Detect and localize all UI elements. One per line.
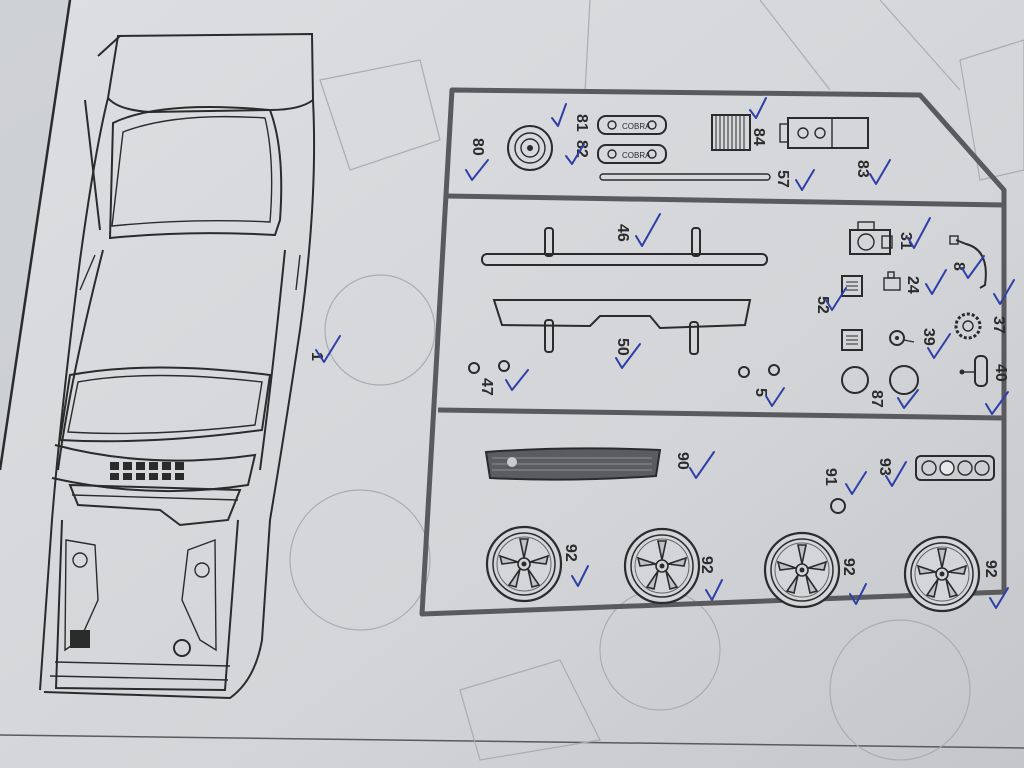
top-panel: 80 COBRA 81 COBRA 82 84 — [465, 97, 891, 191]
part-number-8: 8 — [950, 262, 967, 271]
ghost-background-drawing — [289, 0, 1024, 761]
svg-text:COBRA: COBRA — [622, 122, 651, 131]
check-mark — [989, 587, 1009, 609]
check-mark — [825, 287, 847, 311]
check-mark — [993, 279, 1015, 305]
svg-text:COBRA: COBRA — [622, 151, 651, 160]
part-number-46: 46 — [614, 224, 631, 242]
part-number-81: 81 — [573, 114, 590, 132]
part-50-rear-bumper-bar — [492, 299, 752, 355]
check-mark — [885, 461, 907, 487]
check-mark — [749, 97, 767, 119]
check-mark — [849, 583, 867, 605]
part-90-grille — [484, 447, 662, 481]
check-mark — [897, 389, 919, 409]
check-mark — [869, 159, 891, 185]
part-47-small-rings — [468, 360, 510, 374]
part-number-40: 40 — [992, 364, 1009, 382]
part-91-small-ring — [830, 498, 846, 514]
part-number-37: 37 — [990, 316, 1007, 334]
part-81-cobra-badge: COBRA — [597, 115, 667, 135]
check-mark — [565, 143, 585, 165]
part-number-92: 92 — [562, 544, 579, 562]
part-number-1: 1 — [308, 352, 325, 361]
part-number-92: 92 — [840, 558, 857, 576]
check-mark — [765, 387, 785, 407]
part-39-knob — [889, 330, 915, 346]
parts-frame — [419, 87, 1007, 617]
part-24-small-clip — [883, 271, 901, 291]
part-92-wheel — [903, 535, 981, 613]
check-mark — [505, 369, 529, 391]
part-number-57: 57 — [774, 170, 791, 188]
check-mark — [705, 579, 723, 601]
part-5-small-rings — [738, 364, 780, 378]
part-number-5: 5 — [752, 388, 769, 397]
check-mark — [551, 103, 567, 127]
part-40-lever — [959, 355, 988, 387]
part-number-50: 50 — [614, 338, 631, 356]
part-82-cobra-badge: COBRA — [597, 144, 667, 164]
part-92-wheel — [485, 525, 563, 603]
part-31-engine-block — [849, 221, 893, 255]
check-mark — [985, 391, 1009, 415]
part-number-80: 80 — [469, 138, 486, 156]
part-number-83: 83 — [854, 160, 871, 178]
part-37-gear-disc — [954, 312, 982, 340]
check-mark — [571, 565, 589, 587]
page-margin-line — [0, 0, 72, 471]
check-mark — [925, 269, 947, 295]
check-mark — [927, 333, 951, 359]
car-body-top-view — [39, 32, 316, 700]
check-mark — [465, 159, 489, 181]
check-mark — [795, 169, 815, 191]
part-52-vent-square — [841, 275, 863, 351]
part-number-31: 31 — [897, 232, 914, 250]
check-mark — [635, 213, 661, 247]
check-mark — [845, 471, 867, 495]
part-57-rod — [599, 173, 771, 181]
bottom-panel: 90 91 93 92 92 92 92 — [484, 447, 1009, 613]
part-46-bumper-bar — [481, 227, 768, 266]
part-83-bracket-plate — [779, 117, 869, 149]
part-number-90: 90 — [674, 452, 691, 470]
part-number-39: 39 — [920, 328, 937, 346]
part-87-large-rings — [841, 365, 919, 395]
middle-panel: 46 50 47 5 31 — [468, 213, 1015, 415]
part-92-wheel — [623, 527, 701, 605]
part-84-grille-plate — [711, 114, 751, 151]
part-number-87: 87 — [868, 390, 885, 408]
check-mark — [961, 255, 985, 279]
part-number-24: 24 — [904, 276, 921, 294]
part-92-wheel — [763, 531, 841, 609]
part-93-light-bar — [915, 455, 995, 481]
check-mark — [689, 451, 715, 479]
part-number-92: 92 — [698, 556, 715, 574]
part-number-91: 91 — [822, 468, 839, 486]
check-mark — [315, 335, 341, 363]
check-mark — [907, 217, 931, 249]
part-number-47: 47 — [478, 378, 495, 396]
part-80-wheel-disc — [507, 125, 553, 171]
part-number-84: 84 — [750, 128, 767, 146]
part-number-93: 93 — [876, 458, 893, 476]
check-mark — [615, 343, 641, 369]
part-number-92: 92 — [982, 560, 999, 578]
